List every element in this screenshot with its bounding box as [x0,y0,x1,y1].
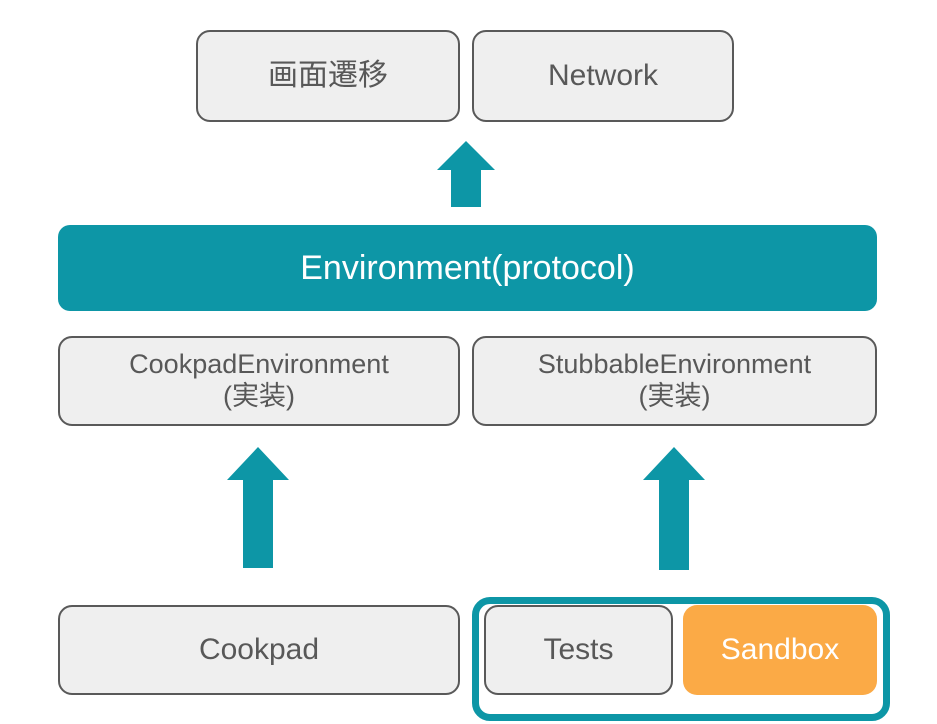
box-sandbox: Sandbox [683,605,877,695]
box-environment-protocol: Environment(protocol) [58,225,877,311]
box-cookpad: Cookpad [58,605,460,695]
arrow-tests-to-stubbable-environment-icon [643,447,705,570]
arrow-protocol-to-top-icon [437,141,495,207]
box-network: Network [472,30,734,122]
box-cookpad-environment: CookpadEnvironment (実装) [58,336,460,426]
box-screen-transition: 画面遷移 [196,30,460,122]
arrow-cookpad-to-cookpad-environment-icon [227,447,289,568]
box-tests: Tests [484,605,673,695]
box-stubbable-environment: StubbableEnvironment (実装) [472,336,877,426]
